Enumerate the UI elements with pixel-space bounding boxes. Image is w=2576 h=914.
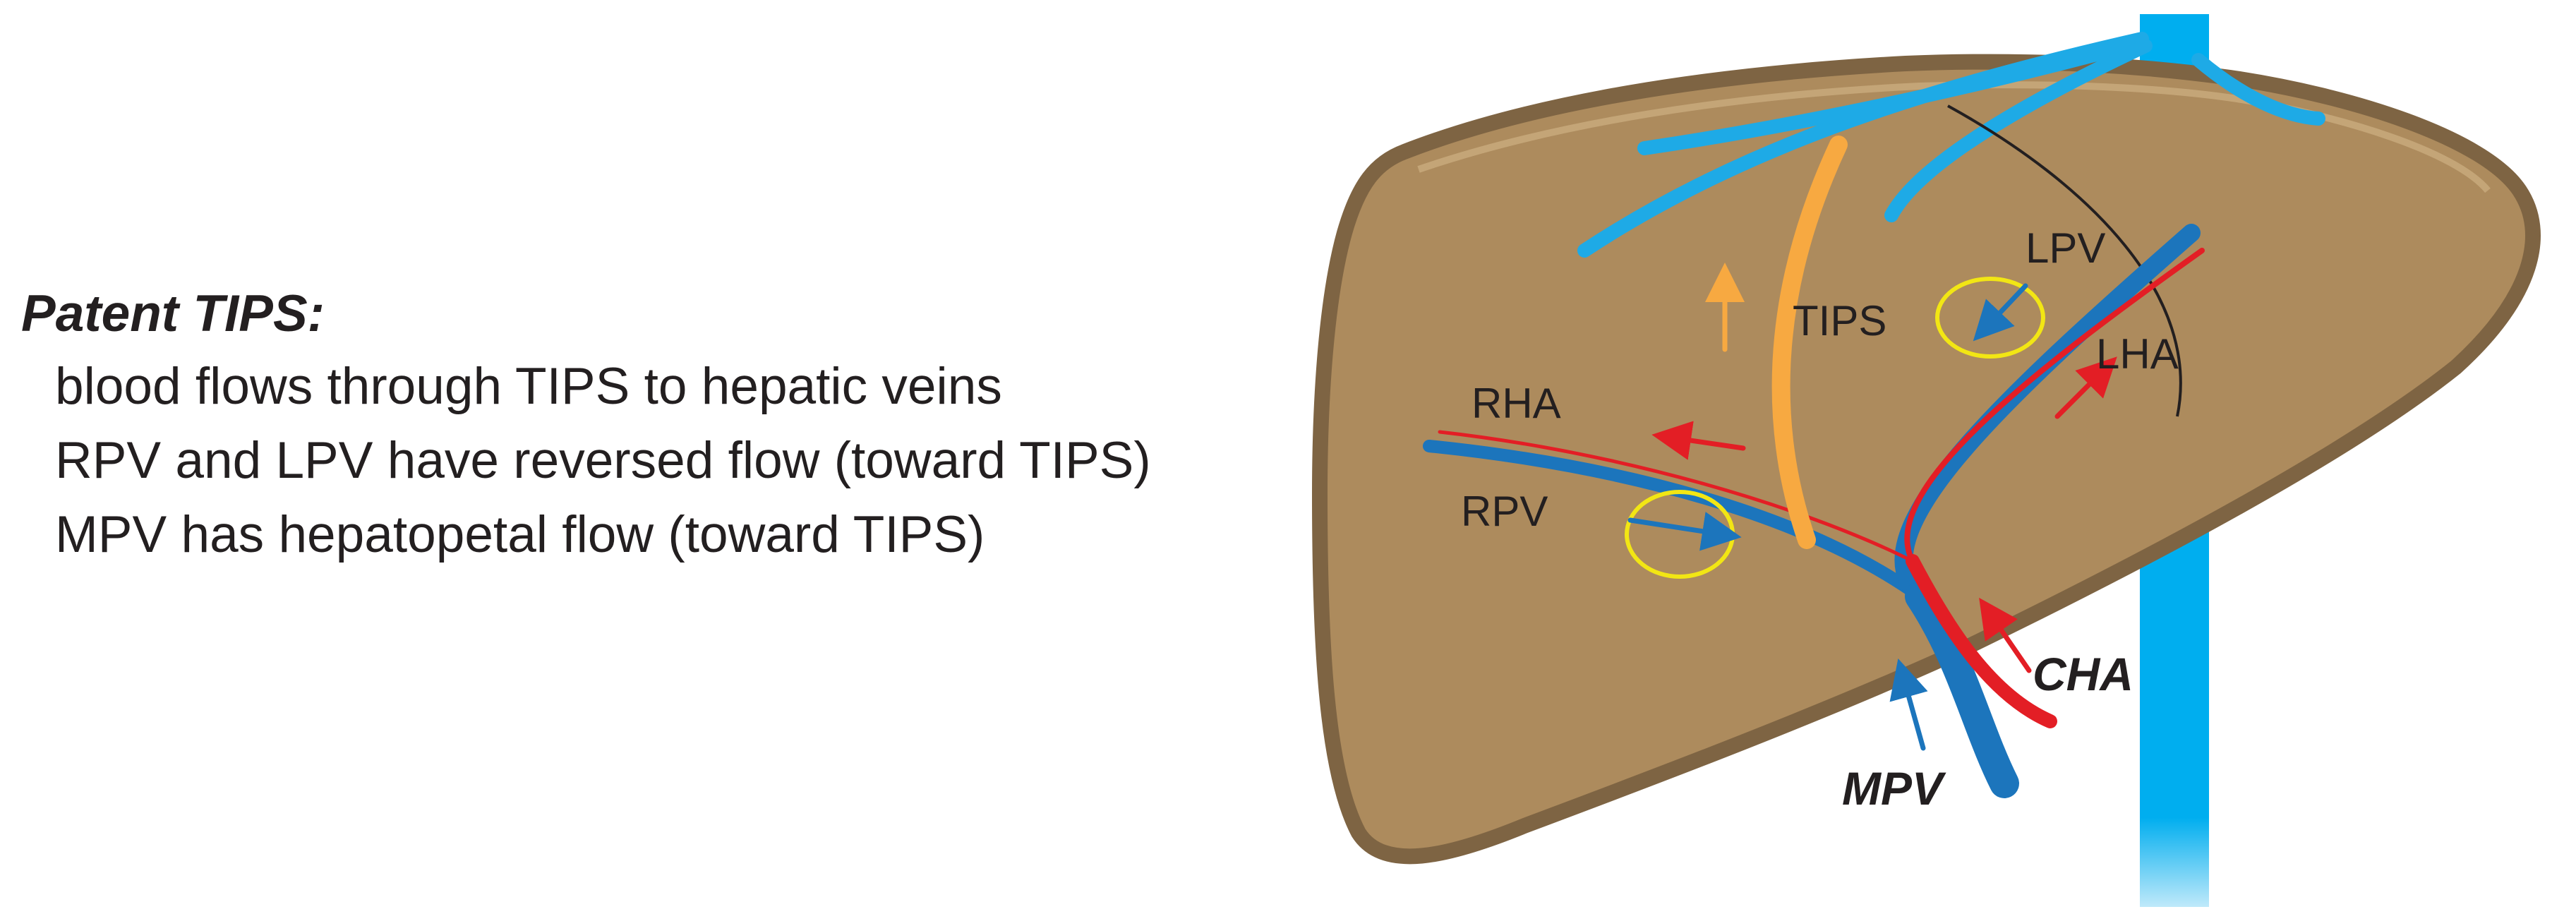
label-tips: TIPS bbox=[1793, 297, 1886, 344]
label-mpv: MPV bbox=[1842, 762, 1946, 814]
caption-block: Patent TIPS: blood flows through TIPS to… bbox=[21, 279, 1277, 572]
label-rpv: RPV bbox=[1461, 488, 1548, 535]
lpv-flow-arrow bbox=[1973, 283, 2028, 342]
caption-line-hepatic-flow: blood flows through TIPS to hepatic vein… bbox=[55, 358, 1002, 415]
caption-title: Patent TIPS: bbox=[21, 285, 325, 342]
rpv-flow-arrow bbox=[1627, 512, 1742, 551]
label-lpv: LPV bbox=[2026, 224, 2105, 272]
lpv-highlight-circle bbox=[1935, 277, 2045, 359]
hepatic-veins bbox=[1577, 32, 2325, 258]
hepatic-artery-system bbox=[1438, 248, 2205, 728]
fissure-line bbox=[1947, 104, 2182, 417]
cha-flow-arrow bbox=[1979, 597, 2032, 673]
label-cha: CHA bbox=[2033, 648, 2133, 700]
lha-flow-arrow bbox=[2054, 356, 2117, 419]
label-lha: LHA bbox=[2096, 330, 2179, 378]
tips-stent bbox=[1771, 136, 1848, 549]
label-rha: RHA bbox=[1471, 380, 1561, 427]
rha-flow-arrow bbox=[1651, 421, 1746, 460]
flow-arrows bbox=[1627, 263, 2117, 751]
caption-line-hepatopetal-flow: MPV has hepatopetal flow (toward TIPS) bbox=[55, 506, 985, 563]
mpv-flow-arrow bbox=[1889, 659, 1928, 751]
caption-line-reversed-flow: RPV and LPV have reversed flow (toward T… bbox=[55, 432, 1151, 489]
